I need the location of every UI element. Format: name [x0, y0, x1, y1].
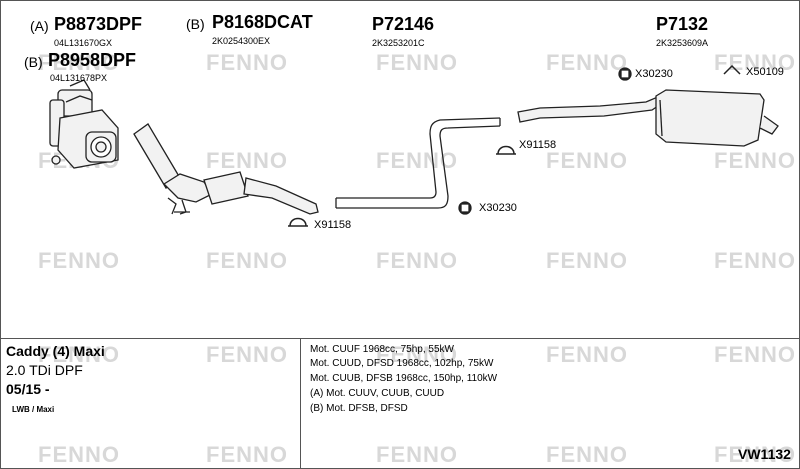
watermark-text: FENNO: [38, 50, 120, 75]
watermark-text: FENNO: [206, 442, 288, 467]
motor-line: Mot. CUUD, DFSD 1968cc, 102hp, 75kW: [310, 358, 494, 369]
watermark-text: FENNO: [546, 342, 628, 367]
vehicle-variant: LWB / Maxi: [12, 405, 55, 414]
watermark-text: FENNO: [546, 148, 628, 173]
part-b-oem: 04L131678PX: [50, 73, 108, 83]
watermark-text: FENNO: [376, 248, 458, 273]
vehicle-model: Caddy (4) Maxi: [6, 343, 105, 359]
watermark-text: FENNO: [546, 50, 628, 75]
fitting-x30230-mid-label[interactable]: X30230: [479, 202, 517, 214]
motor-line: Mot. CUUB, DFSB 1968cc, 150hp, 110kW: [310, 373, 498, 384]
watermark-text: FENNO: [376, 148, 458, 173]
diagram-code: VW1132: [738, 446, 791, 462]
part-a-number[interactable]: P8873DPF: [54, 14, 143, 34]
watermark-text: FENNO: [714, 248, 796, 273]
fitting-x91158-left-label[interactable]: X91158: [314, 219, 352, 231]
watermark-text: FENNO: [206, 148, 288, 173]
watermark-text: FENNO: [376, 442, 458, 467]
watermark-layer: FENNO FENNO FENNO FENNO FENNO FENNO FENNO FENNO…: [38, 50, 796, 467]
clamp-x30230-mid-icon: [458, 201, 472, 215]
dpf-assembly-drawing: [49, 79, 119, 169]
rear-silencer-drawing: [517, 89, 779, 147]
part-b-prefix: (B): [24, 54, 43, 70]
part-b-number[interactable]: P8958DPF: [48, 50, 137, 70]
watermark-text: FENNO: [38, 342, 120, 367]
part-a-prefix: (A): [30, 18, 49, 34]
watermark-text: FENNO: [38, 442, 120, 467]
watermark-text: FENNO: [714, 148, 796, 173]
part-rear-oem: 2K3253609A: [656, 38, 709, 48]
watermark-text: FENNO: [206, 342, 288, 367]
part-middle-number[interactable]: P72146: [372, 14, 435, 34]
table-top-divider: [0, 338, 800, 339]
watermark-text: FENNO: [38, 248, 120, 273]
watermark-text: FENNO: [714, 442, 796, 467]
part-dcat-oem: 2K0254300EX: [212, 36, 271, 46]
part-dcat-number[interactable]: P8168DCAT: [212, 12, 313, 32]
motor-line: Mot. CUUF 1968cc, 75hp, 55kW: [310, 344, 454, 355]
middle-pipe-drawing: [335, 117, 501, 209]
clamp-x91158-right-icon: [496, 145, 516, 155]
watermark-text: FENNO: [376, 50, 458, 75]
table-column-divider: [300, 338, 301, 469]
watermark-text: FENNO: [376, 342, 458, 367]
motor-line: (A) Mot. CUUV, CUUB, CUUD: [310, 388, 445, 399]
part-rear-number[interactable]: P7132: [656, 14, 709, 34]
hanger-x50109-icon: [723, 64, 741, 75]
watermark-text: FENNO: [714, 342, 796, 367]
part-dcat-prefix: (B): [186, 16, 205, 32]
clamp-x30230-top-icon: [618, 67, 632, 81]
fitting-x91158-right-label[interactable]: X91158: [519, 139, 557, 151]
watermark-text: FENNO: [546, 442, 628, 467]
dcat-pipe-drawing: [133, 123, 319, 215]
clamp-x91158-left-icon: [288, 217, 308, 227]
motor-line: (B) Mot. DFSB, DFSD: [310, 403, 408, 414]
vehicle-engine: 2.0 TDi DPF: [6, 362, 83, 378]
watermark-text: FENNO: [546, 248, 628, 273]
vehicle-date: 05/15 -: [6, 381, 50, 397]
part-a-oem: 04L131670GX: [54, 38, 113, 48]
fitting-x50109-label[interactable]: X50109: [746, 66, 784, 78]
fitting-x30230-top-label[interactable]: X30230: [635, 68, 673, 80]
watermark-text: FENNO: [206, 50, 288, 75]
part-middle-oem: 2K3253201C: [372, 38, 425, 48]
watermark-text: FENNO: [206, 248, 288, 273]
